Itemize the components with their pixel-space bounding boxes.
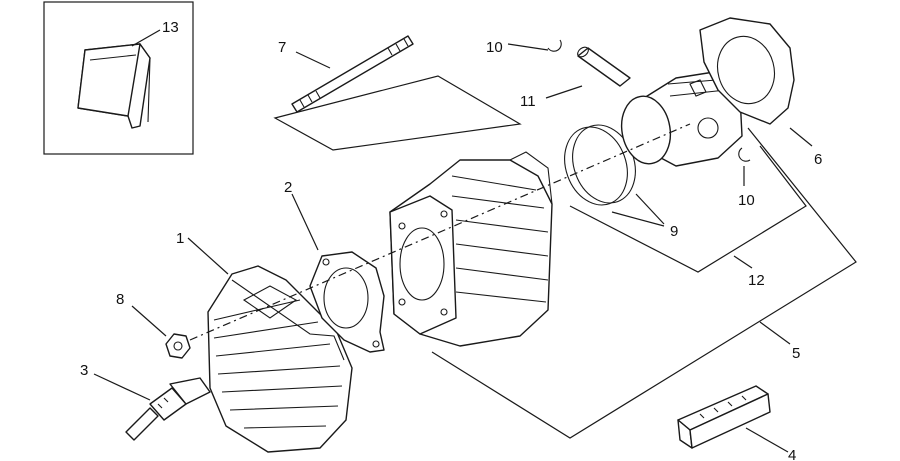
part-11-piston-pin xyxy=(545,46,631,99)
label-2: 2 xyxy=(284,179,292,196)
label-7: 7 xyxy=(278,39,286,56)
part-13-manual-pack xyxy=(77,29,161,129)
part-10-circlip-top xyxy=(507,39,562,52)
label-8: 8 xyxy=(116,291,124,308)
part-1-cylinder-head xyxy=(187,237,353,453)
part-3-spark-plug xyxy=(93,373,211,441)
part-6-base-gasket xyxy=(699,17,813,147)
part-2-head-gasket xyxy=(291,193,385,353)
label-4: 4 xyxy=(788,447,796,461)
label-9: 9 xyxy=(670,223,678,240)
part-7-stud xyxy=(273,35,522,151)
piston xyxy=(620,71,743,167)
part-12-bracket xyxy=(733,255,753,269)
inset-box-13 xyxy=(43,1,194,155)
label-10-top: 10 xyxy=(486,39,503,56)
part-10-circlip-bottom xyxy=(738,147,751,186)
label-11: 11 xyxy=(520,93,536,110)
label-10-bottom: 10 xyxy=(738,192,755,209)
part-8-nut xyxy=(131,305,191,359)
part-4-block xyxy=(677,385,789,453)
label-1: 1 xyxy=(176,230,184,247)
label-12: 12 xyxy=(748,272,765,289)
label-5: 5 xyxy=(792,345,800,362)
label-13: 13 xyxy=(162,19,179,36)
part-5-cylinder xyxy=(389,127,857,439)
assembly-axis xyxy=(189,123,691,341)
label-6: 6 xyxy=(814,151,822,168)
label-3: 3 xyxy=(80,362,88,379)
